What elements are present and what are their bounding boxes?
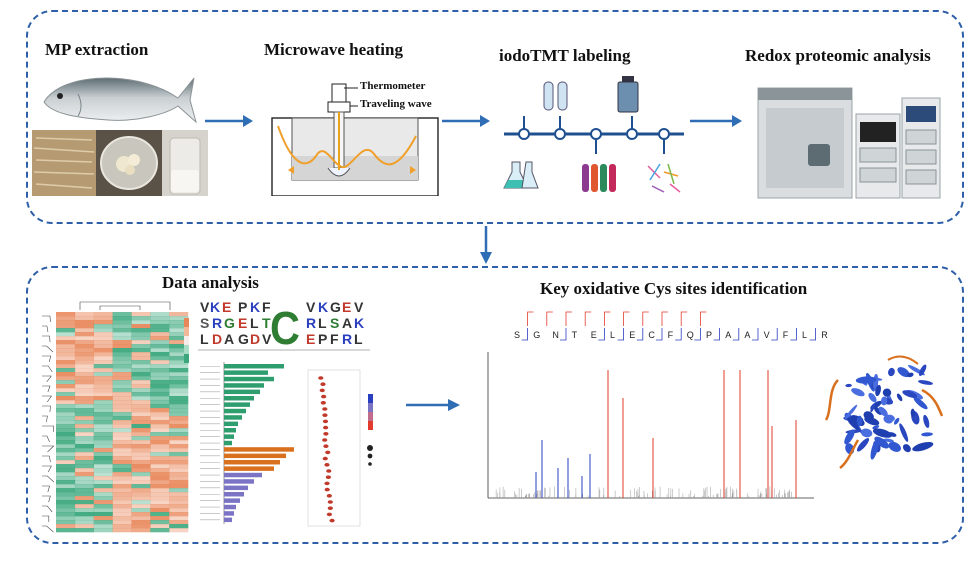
step-title-data-analysis: Data analysis (162, 273, 259, 292)
peptide-residue: F (667, 330, 674, 340)
microwave-diagram (271, 83, 439, 196)
svg-text:R: R (342, 331, 352, 347)
svg-text:R: R (212, 315, 222, 331)
svg-text:S: S (200, 315, 209, 331)
traveling-wave-label: Traveling wave (360, 98, 432, 110)
peptide-residue: A (725, 330, 732, 340)
peptide-residue: T (571, 330, 578, 340)
flow-arrow-down (480, 226, 492, 264)
svg-text:L: L (318, 315, 327, 331)
svg-text:A: A (342, 315, 352, 331)
peptide-residue: L (802, 330, 808, 340)
svg-text:K: K (318, 299, 328, 315)
enrichment-bar-chart (200, 362, 294, 524)
svg-text:E: E (306, 331, 315, 347)
iodotmt-labeling-diagram (503, 76, 684, 193)
peptide-residue: P (706, 330, 713, 340)
svg-text:G: G (238, 331, 249, 347)
step-title-mp-extraction: MP extraction (45, 40, 149, 59)
svg-text:G: G (224, 315, 235, 331)
svg-text:E: E (222, 299, 231, 315)
svg-text:D: D (250, 331, 260, 347)
peptide-residue: G (533, 330, 541, 340)
svg-text:V: V (306, 299, 316, 315)
peptide-residue: N (552, 330, 559, 340)
step-title-microwave-heating: Microwave heating (264, 40, 403, 59)
svg-text:L: L (200, 331, 209, 347)
peptide-residue: L (610, 330, 616, 340)
peptide-residue: E (629, 330, 636, 340)
thermometer-label: Thermometer (360, 80, 426, 92)
peptide-residue: F (782, 330, 789, 340)
flow-arrow-4 (406, 399, 460, 411)
svg-text:E: E (342, 299, 351, 315)
mass-spectrometer-image (757, 87, 941, 199)
svg-text:D: D (212, 331, 222, 347)
svg-text:V: V (200, 299, 210, 315)
svg-text:R: R (306, 315, 316, 331)
svg-text:K: K (250, 299, 260, 315)
peptide-residue: C (648, 330, 655, 340)
flow-arrow-2 (442, 115, 490, 127)
workflow-panel-top (26, 10, 964, 224)
flow-arrow-1 (205, 115, 253, 127)
svg-text:V: V (262, 331, 272, 347)
step-title-key-sites: Key oxidative Cys sites identification (540, 279, 808, 298)
protein-structure (824, 355, 944, 469)
svg-text:L: L (250, 315, 259, 331)
svg-text:L: L (354, 331, 363, 347)
peptide-residue: V (763, 330, 770, 340)
workflow-panel-bottom (26, 266, 964, 544)
enrichment-dot-plot (307, 369, 373, 527)
svg-text:K: K (210, 299, 220, 315)
fish-image (43, 77, 197, 124)
step-title-redox-proteomic: Redox proteomic analysis (745, 46, 931, 65)
svg-text:A: A (224, 331, 234, 347)
svg-text:V: V (354, 299, 364, 315)
svg-text:G: G (330, 299, 341, 315)
heatmap (42, 301, 189, 533)
svg-text:C: C (270, 303, 300, 355)
flow-arrow-3 (690, 115, 742, 127)
peptide-residue: Q (686, 330, 694, 340)
svg-text:K: K (354, 315, 364, 331)
svg-text:F: F (262, 299, 271, 315)
svg-text:P: P (238, 299, 247, 315)
peptide-residue: R (821, 330, 828, 340)
ms2-spectrum (487, 352, 814, 499)
mp-extraction-photos (32, 130, 208, 196)
svg-text:S: S (330, 315, 339, 331)
step-title-iodotmt-labeling: iodoTMT labeling (499, 46, 631, 65)
svg-text:T: T (262, 315, 271, 331)
peptide-residue: A (744, 330, 751, 340)
peptide-residue: S (514, 330, 521, 340)
svg-text:E: E (238, 315, 247, 331)
svg-text:P: P (318, 331, 327, 347)
peptide-fragment-ladder (521, 311, 816, 341)
peptide-residue: E (590, 330, 597, 340)
svg-text:F: F (330, 331, 339, 347)
